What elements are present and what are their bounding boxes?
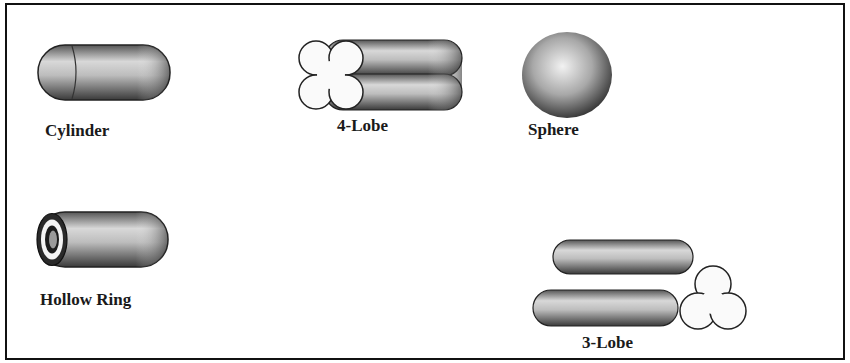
- four-lobe-pellet: [299, 40, 462, 110]
- sphere-pellet: [522, 32, 612, 118]
- shape-label: Hollow Ring: [40, 290, 131, 310]
- frame-border: [6, 4, 844, 359]
- hollow-ring-pellet: [37, 212, 168, 267]
- shape-label: 3-Lobe: [582, 333, 633, 353]
- cylinder-pellet: [38, 45, 170, 100]
- shape-label: Sphere: [528, 120, 579, 140]
- shape-label: Cylinder: [45, 121, 109, 141]
- shape-label: 4-Lobe: [337, 116, 388, 136]
- three-lobe-pellet: [533, 240, 746, 329]
